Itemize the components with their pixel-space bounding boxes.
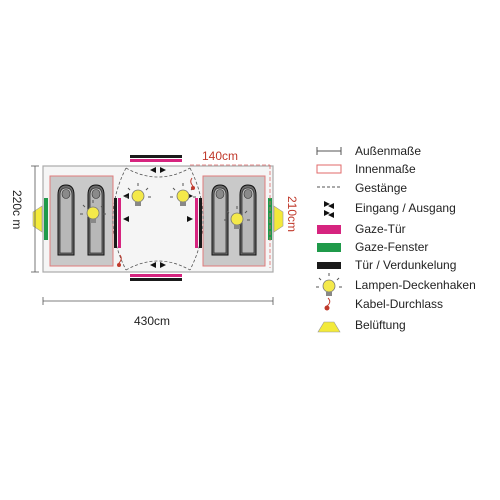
cable-port-icon xyxy=(117,254,122,267)
bedroom-mesh-door-right xyxy=(195,198,198,248)
pole-line xyxy=(125,167,191,178)
cable-port-icon xyxy=(190,177,195,190)
legend-label: Gestänge xyxy=(355,181,407,195)
mesh-door-top xyxy=(130,159,182,162)
door-top xyxy=(130,155,182,158)
mesh-door-bottom xyxy=(130,274,182,277)
entrance-arrows-icon xyxy=(324,201,334,218)
bedroom-door-right xyxy=(199,198,202,248)
door-blackout-icon xyxy=(317,262,341,269)
sleeping-bag-icon xyxy=(57,184,75,256)
ventilation-right xyxy=(273,205,284,233)
mesh-window-icon xyxy=(317,243,341,252)
outer-length-label: 430cm xyxy=(134,314,170,328)
mesh-door-icon xyxy=(317,225,341,234)
outer-width-label: 220c m xyxy=(10,190,24,229)
inner-dimension-icon xyxy=(316,164,342,174)
pole-line xyxy=(189,167,204,271)
ventilation-icon xyxy=(317,321,341,333)
cable-port-icon xyxy=(324,297,331,311)
legend-label: Eingang / Ausgang xyxy=(355,201,456,215)
legend-label: Innenmaße xyxy=(355,162,416,176)
pole-line xyxy=(112,167,127,271)
legend-label: Tür / Verdunkelung xyxy=(355,258,456,272)
legend-label: Gaze-Tür xyxy=(355,222,406,236)
mesh-window-left xyxy=(44,198,48,240)
bedroom-door-left xyxy=(114,198,117,248)
ventilation-left xyxy=(32,205,43,233)
bedroom-mesh-door-left xyxy=(118,198,121,248)
door-bottom xyxy=(130,278,182,281)
pole-line xyxy=(125,260,191,271)
legend: Außenmaße Innenmaße Gestänge Eingang / A… xyxy=(315,144,476,333)
outer-dimension-icon xyxy=(316,147,342,155)
legend-label: Lampen-Deckenhaken xyxy=(355,278,476,292)
entrance-arrows-icon xyxy=(150,262,166,268)
legend-label: Belüftung xyxy=(355,318,406,332)
lamp-hook-icon xyxy=(315,272,343,297)
inner-length-label: 140cm xyxy=(202,149,238,163)
entrance-arrows-icon xyxy=(150,167,166,173)
inner-width-label: 210cm xyxy=(285,196,299,232)
legend-label: Kabel-Durchlass xyxy=(355,297,443,311)
legend-label: Außenmaße xyxy=(355,144,421,158)
legend-label: Gaze-Fenster xyxy=(355,240,428,254)
inner-dimension-line xyxy=(190,164,271,268)
outer-dimension-line xyxy=(31,165,274,305)
